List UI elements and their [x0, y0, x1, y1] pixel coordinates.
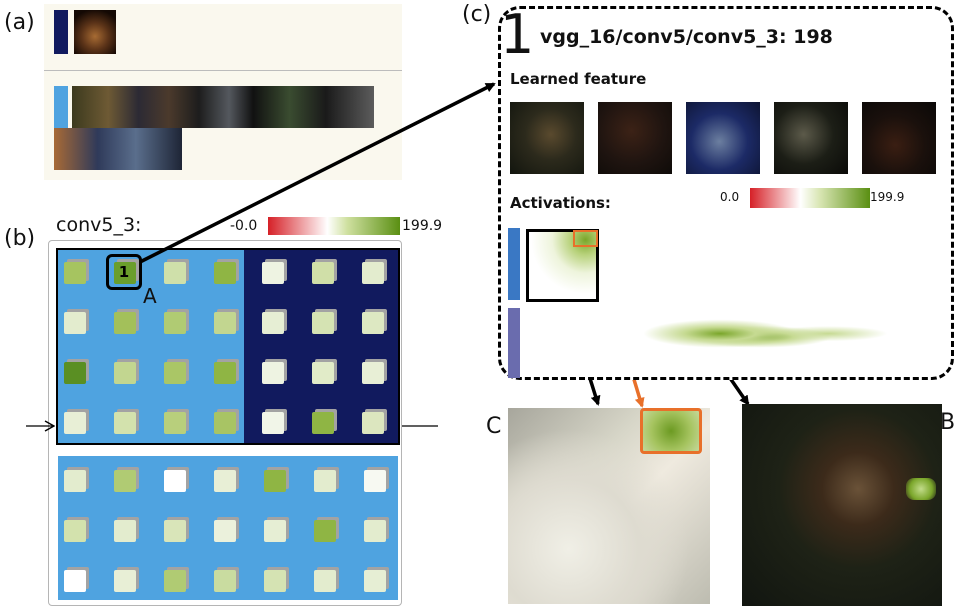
channel-square[interactable] [362, 262, 384, 284]
activation-scale-max-label: 199.9 [870, 190, 905, 204]
channel-square[interactable] [164, 412, 186, 434]
channel-square[interactable] [214, 412, 236, 434]
channel-square[interactable] [214, 262, 236, 284]
channel-square[interactable] [314, 470, 336, 492]
activation-color-scale [268, 217, 400, 235]
zoomed-hotspot-overlay [642, 410, 700, 452]
channel-square[interactable] [214, 312, 236, 334]
channel-square[interactable] [214, 520, 236, 542]
top-group-light-region [58, 250, 244, 443]
channel-square[interactable] [362, 412, 384, 434]
label-C: C [486, 414, 502, 439]
detail-rank: 1 [500, 3, 535, 66]
channel-square[interactable] [312, 412, 334, 434]
channel-square[interactable] [164, 470, 186, 492]
channel-square[interactable] [264, 520, 286, 542]
panel-a-divider [44, 70, 402, 71]
activation-row-bar-2 [508, 308, 520, 378]
channel-square[interactable] [364, 470, 386, 492]
source-dog-highlight [906, 478, 936, 500]
channel-square[interactable] [64, 470, 86, 492]
activations-label: Activations: [510, 194, 611, 212]
panel-a-dog-thumbnail[interactable] [74, 10, 116, 54]
channel-square[interactable] [362, 312, 384, 334]
channel-square[interactable] [164, 262, 186, 284]
channel-square[interactable] [114, 262, 136, 284]
activation-scale-min-label: 0.0 [720, 190, 740, 204]
learned-feature-label: Learned feature [510, 70, 647, 88]
activation-hotspot-box [573, 230, 598, 247]
selected-channel-rank: 1 [118, 263, 130, 281]
channel-square[interactable] [314, 570, 336, 592]
channel-square[interactable] [114, 570, 136, 592]
source-dog-image-B[interactable] [742, 404, 942, 606]
detail-title: vgg_16/conv5/conv5_3: 198 [540, 26, 833, 48]
channel-square[interactable] [262, 362, 284, 384]
panel-a-thumbnail-strip-2[interactable] [54, 128, 182, 170]
channel-square[interactable] [262, 412, 284, 434]
selected-channel-highlight[interactable] [106, 254, 142, 290]
activation-map-1-selection [526, 229, 599, 302]
channel-square[interactable] [114, 362, 136, 384]
color-scale-min-label: -0.0 [230, 218, 258, 234]
label-B: B [940, 410, 956, 435]
channel-square[interactable] [64, 520, 86, 542]
channel-square[interactable] [312, 262, 334, 284]
activation-color-scale-detail [750, 188, 870, 208]
channel-square[interactable] [64, 362, 86, 384]
label-A: A [143, 284, 157, 308]
color-scale-max-label: 199.9 [402, 218, 443, 234]
zoomed-hotspot-box [640, 408, 702, 454]
channel-square[interactable] [214, 570, 236, 592]
channel-square[interactable] [312, 312, 334, 334]
panel-a-bottom-color-bar [54, 86, 68, 128]
channel-square[interactable] [312, 362, 334, 384]
panel-b-label: (b) [4, 226, 36, 251]
channel-square[interactable] [214, 470, 236, 492]
panel-a-thumbnail-strip[interactable] [72, 86, 374, 128]
channel-square[interactable] [362, 362, 384, 384]
layer-name-label: conv5_3: [56, 214, 142, 236]
activation-map-1[interactable] [528, 230, 598, 300]
channel-square[interactable] [262, 312, 284, 334]
panel-a-label: (a) [4, 10, 35, 35]
channel-square[interactable] [164, 312, 186, 334]
channel-square[interactable] [64, 412, 86, 434]
channel-square[interactable] [264, 570, 286, 592]
channel-square[interactable] [364, 520, 386, 542]
channel-square[interactable] [64, 312, 86, 334]
channel-square[interactable] [64, 570, 86, 592]
channel-square[interactable] [164, 520, 186, 542]
activation-row-bar-1 [508, 228, 520, 300]
arrow-channel-to-detail [139, 82, 496, 264]
channel-square[interactable] [264, 470, 286, 492]
channel-square[interactable] [64, 262, 86, 284]
learned-feature-image-2[interactable] [598, 102, 672, 174]
channel-square[interactable] [262, 262, 284, 284]
learned-feature-image-3[interactable] [686, 102, 760, 174]
channel-square[interactable] [114, 470, 136, 492]
channel-square[interactable] [364, 570, 386, 592]
panel-c-label: (c) [462, 2, 492, 27]
channel-square[interactable] [314, 520, 336, 542]
learned-feature-image-5[interactable] [862, 102, 936, 174]
channel-square[interactable] [114, 520, 136, 542]
channel-square[interactable] [114, 412, 136, 434]
activation-map-2[interactable] [528, 308, 928, 372]
channel-square[interactable] [114, 312, 136, 334]
learned-feature-image-4[interactable] [774, 102, 848, 174]
channel-square[interactable] [164, 570, 186, 592]
panel-a-top-color-bar [54, 10, 68, 54]
channel-square[interactable] [164, 362, 186, 384]
learned-feature-image-1[interactable] [510, 102, 584, 174]
channel-square[interactable] [214, 362, 236, 384]
